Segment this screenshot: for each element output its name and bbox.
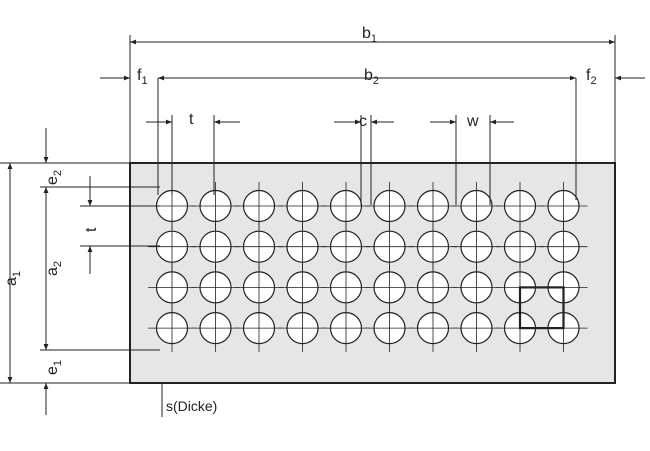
hole xyxy=(496,222,544,271)
hole xyxy=(235,182,283,230)
hole xyxy=(365,182,414,230)
label-a2: a2 xyxy=(44,261,64,276)
dimension-w: w xyxy=(430,113,514,205)
hole xyxy=(191,222,240,271)
label-e2: e2 xyxy=(44,170,64,185)
dimension-f2: f2 xyxy=(575,67,645,200)
hole xyxy=(191,263,240,312)
hole xyxy=(191,304,240,353)
label-b2: b2 xyxy=(364,67,379,87)
dimension-b1: b1 xyxy=(129,25,616,163)
dimension-f1: f1 xyxy=(100,67,159,195)
hole xyxy=(452,222,501,271)
hole xyxy=(191,182,240,230)
hole xyxy=(148,263,196,312)
hole xyxy=(409,222,457,271)
hole xyxy=(409,182,457,230)
hole xyxy=(235,304,283,353)
label-e1: e1 xyxy=(44,360,64,375)
label-b1: b1 xyxy=(362,25,377,45)
hole xyxy=(322,304,370,353)
dimension-e1: e1 xyxy=(43,360,64,415)
dimension-b2: b2 xyxy=(158,67,576,87)
hole xyxy=(148,222,196,271)
hole-grid xyxy=(148,182,588,353)
hole xyxy=(278,304,327,353)
hole xyxy=(278,263,327,312)
label-f1: f1 xyxy=(137,67,148,87)
hole xyxy=(539,222,588,271)
dimension-c: c xyxy=(334,113,394,205)
hole xyxy=(452,263,501,312)
dimension-a2: a2 xyxy=(40,186,160,351)
dimension-e2: e2 xyxy=(43,128,64,185)
pitch-square xyxy=(518,286,565,330)
label-t-top: t xyxy=(189,111,194,128)
label-w: w xyxy=(466,113,479,130)
dimension-t-horizontal: t xyxy=(146,111,240,195)
dimension-t-vertical: t xyxy=(80,176,160,274)
dimension-a1: a1 xyxy=(0,162,130,384)
hole xyxy=(148,304,196,353)
label-a1: a1 xyxy=(3,271,23,286)
hole xyxy=(496,182,544,230)
hole xyxy=(278,182,327,230)
hole xyxy=(278,222,327,271)
hole xyxy=(409,263,457,312)
hole xyxy=(539,182,588,230)
label-t-left: t xyxy=(83,227,100,232)
thickness-leader: s(Dicke) xyxy=(161,383,217,417)
hole xyxy=(235,222,283,271)
hole xyxy=(452,304,501,353)
label-c: c xyxy=(359,113,367,130)
hole xyxy=(365,263,414,312)
label-thickness: s(Dicke) xyxy=(166,398,217,414)
hole xyxy=(322,222,370,271)
label-f2: f2 xyxy=(586,67,597,87)
hole xyxy=(322,182,370,230)
hole xyxy=(365,222,414,271)
hole xyxy=(365,304,414,353)
hole xyxy=(409,304,457,353)
hole xyxy=(235,263,283,312)
hole xyxy=(452,182,501,230)
hole xyxy=(322,263,370,312)
plate xyxy=(129,162,616,384)
